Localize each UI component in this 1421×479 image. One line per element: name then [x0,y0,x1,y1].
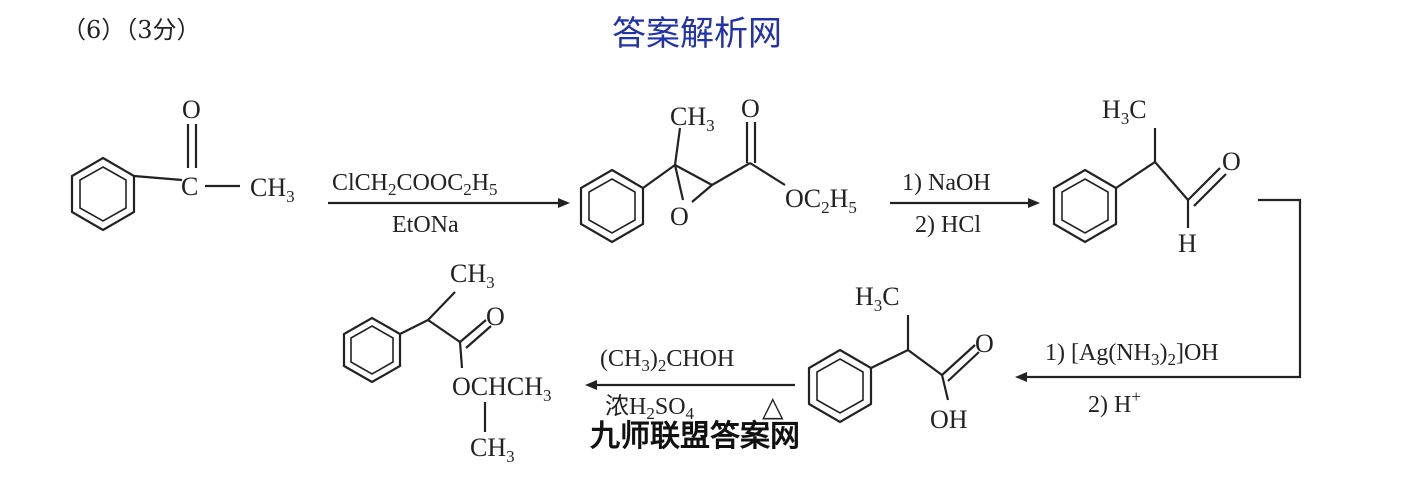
benzene-ring [579,168,645,244]
svg-text:H: H [1178,229,1197,258]
svg-text:2) HCl: 2) HCl [915,212,981,238]
svg-text:2) H+: 2) H+ [1088,387,1141,418]
question-label: （6）（3分） [62,16,201,44]
svg-text:O: O [975,329,994,358]
svg-text:O: O [486,302,505,331]
molecule-isopropyl-ester: CH3 O OCHCH3 CH3 [342,259,552,466]
benzene-ring [70,156,136,232]
svg-text:OH: OH [930,405,968,434]
benzene-ring [807,348,873,424]
molecule-aldehyde: H3C O H [1052,95,1241,258]
svg-text:(CH3)2CHOH: (CH3)2CHOH [600,346,734,375]
svg-text:CH3: CH3 [250,173,295,206]
svg-text:1) NaOH: 1) NaOH [902,170,991,196]
svg-text:CH3: CH3 [450,259,495,292]
svg-text:O: O [741,94,760,123]
svg-text:1) [Ag(NH3)2]OH: 1) [Ag(NH3)2]OH [1045,340,1219,369]
watermark-bottom: 九师联盟答案网 [590,419,800,454]
molecule-acetophenone: O C CH3 [70,95,295,232]
watermark-top: 答案解析网 [612,14,782,54]
svg-text:ClCH2COOC2H5: ClCH2COOC2H5 [332,170,498,199]
svg-text:浓H2SO4: 浓H2SO4 [605,393,695,423]
svg-text:H3C: H3C [1102,95,1147,128]
svg-text:OCHCH3: OCHCH3 [452,372,552,405]
svg-text:O: O [182,95,201,124]
svg-text:CH3: CH3 [670,102,715,135]
reaction-arrow-4: (CH3)2CHOH 浓H2SO4 △ [585,346,795,423]
molecule-glycidic-ester: CH3 O O OC2H5 [579,94,857,244]
benzene-ring [1052,168,1118,244]
svg-text:O: O [1222,147,1241,176]
svg-text:CH3: CH3 [470,433,515,466]
molecule-carboxylic-acid: H3C O OH [807,282,994,434]
svg-text:O: O [670,202,689,231]
reaction-arrow-1: ClCH2COOC2H5 EtONa [328,170,570,238]
svg-text:H3C: H3C [855,282,900,315]
benzene-ring [342,316,402,384]
svg-text:OC2H5: OC2H5 [785,184,857,217]
svg-text:C: C [181,172,198,201]
reaction-arrow-2: 1) NaOH 2) HCl [890,170,1040,238]
heat-symbol: △ [762,392,784,423]
reaction-arrow-3: 1) [Ag(NH3)2]OH 2) H+ [1015,198,1302,418]
svg-text:EtONa: EtONa [392,212,459,238]
